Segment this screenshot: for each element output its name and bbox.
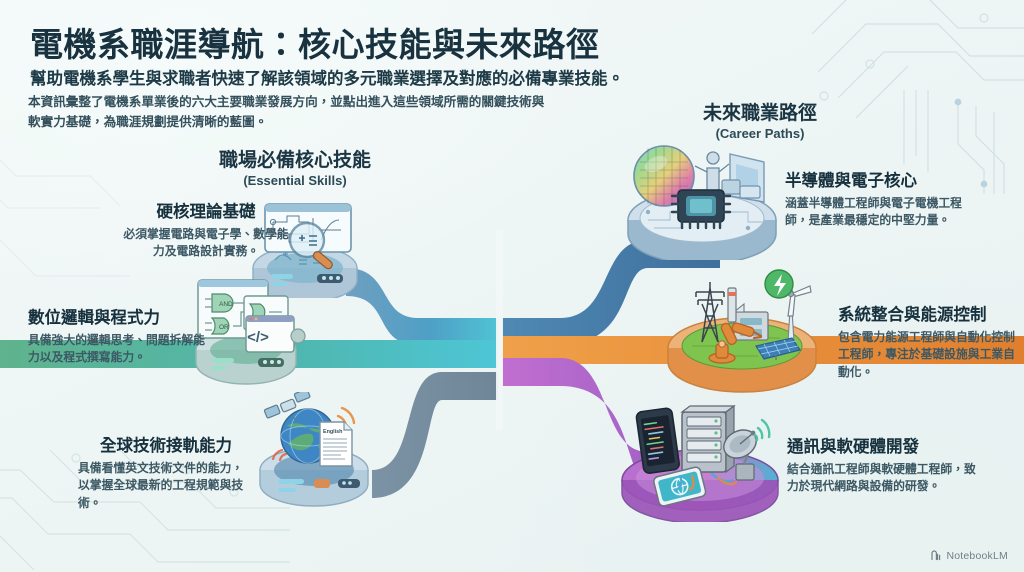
ribbon-semiconductor xyxy=(502,240,720,345)
page-intro-paragraph: 本資訊彙整了電機系單業後的六大主要職業發展方向，並點出進入這些領域所需的關鍵技術… xyxy=(28,95,545,129)
column-header-paths-zh: 未來職業路徑 xyxy=(702,103,817,124)
code-glyph-label: </> xyxy=(247,329,269,346)
page-subtitle: 幫助電機系學生與求職者快速了解該領域的多元職業選擇及對應的必備專業技能。 xyxy=(30,70,624,88)
watermark: NotebookLM xyxy=(929,549,1008,562)
column-header-skills-en: (Essential Skills) xyxy=(243,173,347,188)
circuit-magnifier-icon xyxy=(252,203,358,298)
path-item-semiconductor-heading: 半導體與電子核心 xyxy=(785,172,917,190)
silicon-wafer-chip-icon xyxy=(627,145,777,260)
path-item-semiconductor-desc: 涵蓋半導體工程師與電子電機工程師，是產業最穩定的中堅力量。 xyxy=(785,195,962,228)
globe-satellite-doc-icon: English xyxy=(259,392,369,507)
skill-item-theory-desc: 必須掌握電路與電子學、數學能力及電路設計實務。 xyxy=(123,226,289,259)
path-item-communications[interactable]: 通訊與軟硬體開發 結合通訊工程師與軟硬體工程師，致力於現代網路與設備的研發。 xyxy=(787,438,987,496)
column-header-skills-zh: 職場必備核心技能 xyxy=(218,150,371,171)
page-title: 電機系職涯導航：核心技能與未來路徑 xyxy=(30,26,600,63)
ribbon-hub-seam xyxy=(496,230,503,430)
path-item-communications-heading: 通訊與軟硬體開發 xyxy=(787,438,919,456)
skill-item-global-heading: 全球技術接軌能力 xyxy=(100,437,232,455)
english-doc-label: English xyxy=(323,429,342,435)
skill-item-logic-desc: 具備強大的邏輯思考、問題拆解能力以及程式撰寫能力。 xyxy=(28,332,205,365)
column-header-essential-skills: 職場必備核心技能 (Essential Skills) xyxy=(205,145,385,188)
column-header-career-paths: 未來職業路徑 (Career Paths) xyxy=(670,98,850,141)
skill-item-logic[interactable]: 數位邏輯與程式力 具備強大的邏輯思考、問題拆解能力以及程式撰寫能力。 xyxy=(28,309,206,367)
gate-and-label: AND xyxy=(219,301,233,308)
ribbon-theory xyxy=(346,268,498,345)
path-item-energy-desc: 包含電力能源工程師與自動化控制工程師，專注於基礎設施與工業自動化。 xyxy=(838,329,1015,380)
column-header-paths-en: (Career Paths) xyxy=(715,126,805,141)
path-item-energy-heading: 系統整合與能源控制 xyxy=(838,306,987,324)
path-item-communications-desc: 結合通訊工程師與軟硬體工程師，致力於現代網路與設備的研發。 xyxy=(787,461,976,494)
skill-item-global-desc: 具備看懂英文技術文件的能力，以掌握全球最新的工程規範與技術。 xyxy=(78,460,244,511)
notebooklm-logo-icon xyxy=(931,550,941,561)
gate-or-label: OR xyxy=(219,324,229,331)
skill-item-logic-heading: 數位邏輯與程式力 xyxy=(28,309,160,327)
path-item-energy[interactable]: 系統整合與能源控制 包含電力能源工程師與自動化控制工程師，專注於基礎設施與工業自… xyxy=(838,306,1018,382)
skill-item-theory[interactable]: 硬核理論基礎 必須掌握電路與電子學、數學能力及電路設計實務。 xyxy=(118,203,294,261)
logic-gates-code-icon: AND OR </> xyxy=(195,279,306,385)
path-item-semiconductor[interactable]: 半導體與電子核心 涵蓋半導體工程師與電子電機工程師，是產業最穩定的中堅力量。 xyxy=(785,172,975,230)
watermark-text: NotebookLM xyxy=(946,549,1008,562)
skill-item-theory-heading: 硬核理論基礎 xyxy=(156,203,256,221)
power-grid-robot-icon xyxy=(667,269,817,393)
ribbon-global xyxy=(372,372,498,498)
server-antenna-phone-icon xyxy=(621,404,779,522)
skill-item-global[interactable]: 全球技術接軌能力 具備看懂英文技術文件的能力，以掌握全球最新的工程規範與技術。 xyxy=(78,437,254,513)
